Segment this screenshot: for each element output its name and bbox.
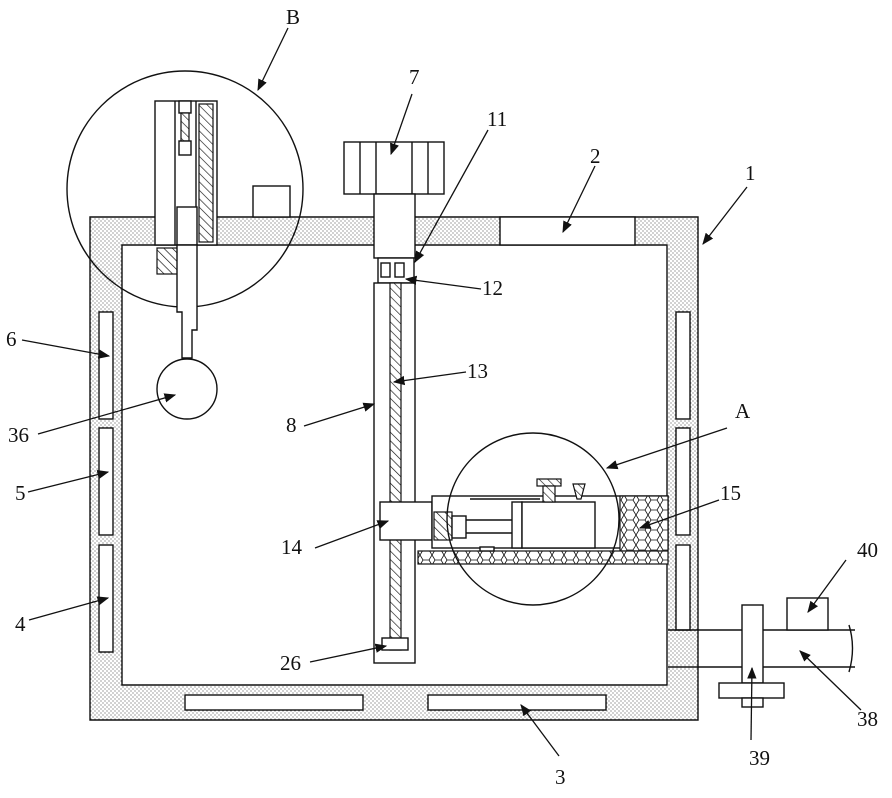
- float-ball: [157, 359, 217, 419]
- label-26: 26: [280, 651, 301, 675]
- label-11: 11: [487, 107, 507, 131]
- label-40: 40: [857, 538, 878, 562]
- right-wall-slots: [676, 312, 690, 630]
- label-15: 15: [720, 481, 741, 505]
- label-5: 5: [15, 481, 26, 505]
- label-1: 1: [745, 161, 756, 185]
- label-4: 4: [15, 612, 26, 636]
- label-2: 2: [590, 144, 601, 168]
- label-36: 36: [8, 423, 29, 447]
- label-6: 6: [6, 327, 17, 351]
- label-13: 13: [467, 359, 488, 383]
- label-12: 12: [482, 276, 503, 300]
- label-14: 14: [281, 535, 303, 559]
- screw-bearing: [382, 638, 408, 650]
- leader-lines: [22, 28, 861, 756]
- label-7: 7: [409, 65, 420, 89]
- label-a: A: [735, 399, 751, 423]
- label-3: 3: [555, 765, 566, 789]
- label-38: 38: [857, 707, 878, 731]
- top-opening: [500, 217, 635, 245]
- label-b: B: [286, 5, 300, 29]
- motor: [344, 142, 444, 194]
- sensor: [787, 598, 828, 630]
- left-wall-slots: [99, 312, 113, 652]
- motor-column: [374, 194, 415, 258]
- label-8: 8: [286, 413, 297, 437]
- assembly-a: [418, 479, 668, 564]
- label-39: 39: [749, 746, 770, 770]
- lead-screw: [390, 283, 401, 650]
